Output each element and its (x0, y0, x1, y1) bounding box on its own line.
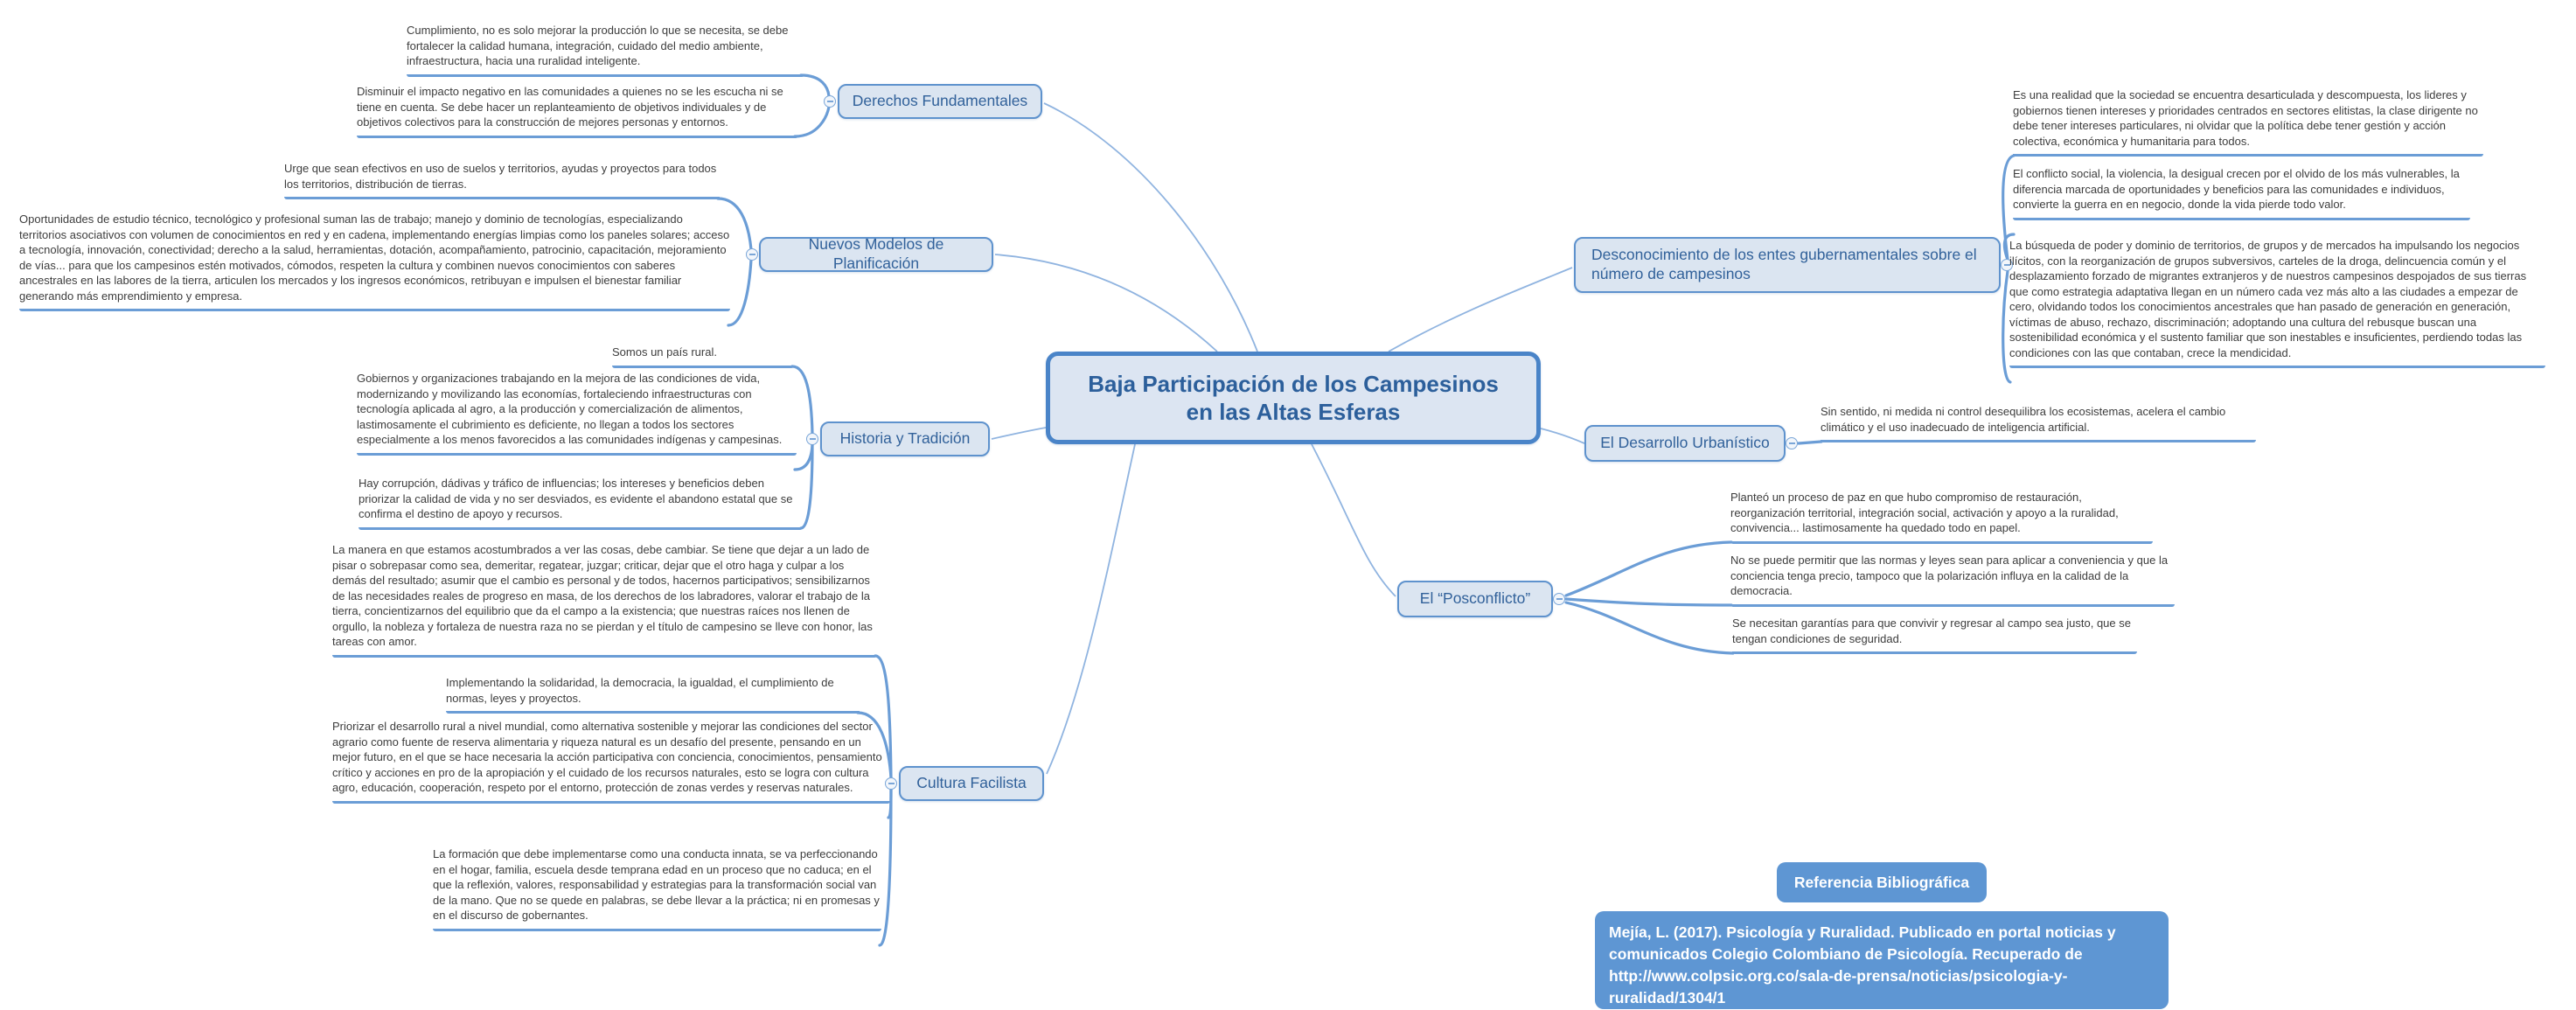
note-es-una-realidad[interactable]: Es una realidad que la sociedad se encue… (2013, 87, 2483, 157)
branch-node-historia[interactable]: Historia y Tradición (820, 421, 990, 456)
wire-center-desarrollo (1540, 428, 1585, 444)
note-disminuir[interactable]: Disminuir el impacto negativo en las com… (357, 84, 798, 138)
collapse-toggle-desconocimiento[interactable] (2001, 259, 2013, 271)
collapse-toggle-posconflicto[interactable] (1553, 593, 1565, 605)
reference-citation-box[interactable]: Mejía, L. (2017). Psicología y Ruralidad… (1595, 911, 2169, 1009)
arc-disminuir (793, 105, 831, 138)
note-planteo-paz[interactable]: Planteó un proceso de paz en que hubo co… (1730, 490, 2153, 544)
minus-icon (826, 101, 833, 102)
branch-node-derechos[interactable]: Derechos Fundamentales (838, 84, 1042, 119)
minus-icon (809, 438, 816, 440)
central-topic[interactable]: Baja Participación de los Campesinos en … (1046, 352, 1541, 444)
note-sin-sentido[interactable]: Sin sentido, ni medida ni control desequ… (1821, 404, 2256, 442)
wire-center-desconocimiento (1388, 267, 1573, 352)
note-manera[interactable]: La manera en que estamos acostumbrados a… (332, 542, 877, 658)
branch-node-desarrollo-urbanistico[interactable]: El Desarrollo Urbanístico (1584, 425, 1786, 462)
arc-nosepuede (1564, 597, 1733, 607)
note-busqueda-poder[interactable]: La búsqueda de poder y dominio de territ… (2009, 238, 2545, 368)
wire-center-posconflicto (1311, 443, 1396, 597)
minus-icon (1556, 598, 1563, 600)
collapse-toggle-derechos[interactable] (824, 95, 836, 108)
note-corrupcion[interactable]: Hay corrupción, dádivas y tráfico de inf… (359, 476, 803, 530)
note-oportunidades[interactable]: Oportunidades de estudio técnico, tecnol… (19, 212, 730, 311)
wire-center-historia (991, 427, 1047, 440)
note-somos[interactable]: Somos un país rural. (612, 345, 794, 368)
wire-center-nuevos (994, 254, 1218, 352)
note-implementando[interactable]: Implementando la solidaridad, la democra… (446, 675, 860, 714)
arc-sinsentido (1797, 440, 1823, 445)
branch-node-posconflicto[interactable]: El “Posconflicto” (1397, 581, 1553, 617)
note-garantias[interactable]: Se necesitan garantías para que convivir… (1732, 616, 2137, 654)
collapse-toggle-cultura[interactable] (885, 777, 897, 790)
minus-icon (888, 783, 895, 784)
note-gobiernos[interactable]: Gobiernos y organizaciones trabajando en… (357, 371, 797, 456)
collapse-toggle-nuevos[interactable] (746, 248, 758, 261)
note-urge[interactable]: Urge que sean efectivos en uso de suelos… (284, 161, 720, 199)
branch-node-cultura[interactable]: Cultura Facilista (899, 766, 1044, 801)
minus-icon (1788, 442, 1795, 444)
wire-center-cultura (1046, 443, 1136, 775)
arc-garantias (1564, 601, 1735, 655)
arc-oportunidades (727, 258, 753, 327)
minus-icon (2003, 264, 2010, 266)
note-no-se-puede[interactable]: No se puede permitir que las normas y le… (1730, 553, 2175, 607)
arc-gobiernos (793, 443, 814, 471)
arc-cumplimiento (799, 73, 831, 98)
wire-center-derechos (1043, 102, 1258, 352)
reference-label-box[interactable]: Referencia Bibliográfica (1777, 862, 1987, 902)
collapse-toggle-desarrollo[interactable] (1786, 437, 1798, 449)
note-formacion[interactable]: La formación que debe implementarse como… (433, 846, 881, 931)
arc-planteo (1564, 540, 1733, 597)
note-priorizar[interactable]: Priorizar el desarrollo rural a nivel mu… (332, 719, 890, 804)
note-cumplimiento[interactable]: Cumplimiento, no es solo mejorar la prod… (407, 23, 804, 77)
minus-icon (748, 254, 755, 255)
branch-node-desconocimiento[interactable]: Desconocimiento de los entes gubernament… (1574, 237, 2001, 293)
branch-node-nuevos-modelos[interactable]: Nuevos Modelos de Planificación (759, 235, 993, 272)
note-conflicto-social[interactable]: El conflicto social, la violencia, la de… (2013, 166, 2470, 220)
collapse-toggle-historia[interactable] (806, 433, 818, 445)
